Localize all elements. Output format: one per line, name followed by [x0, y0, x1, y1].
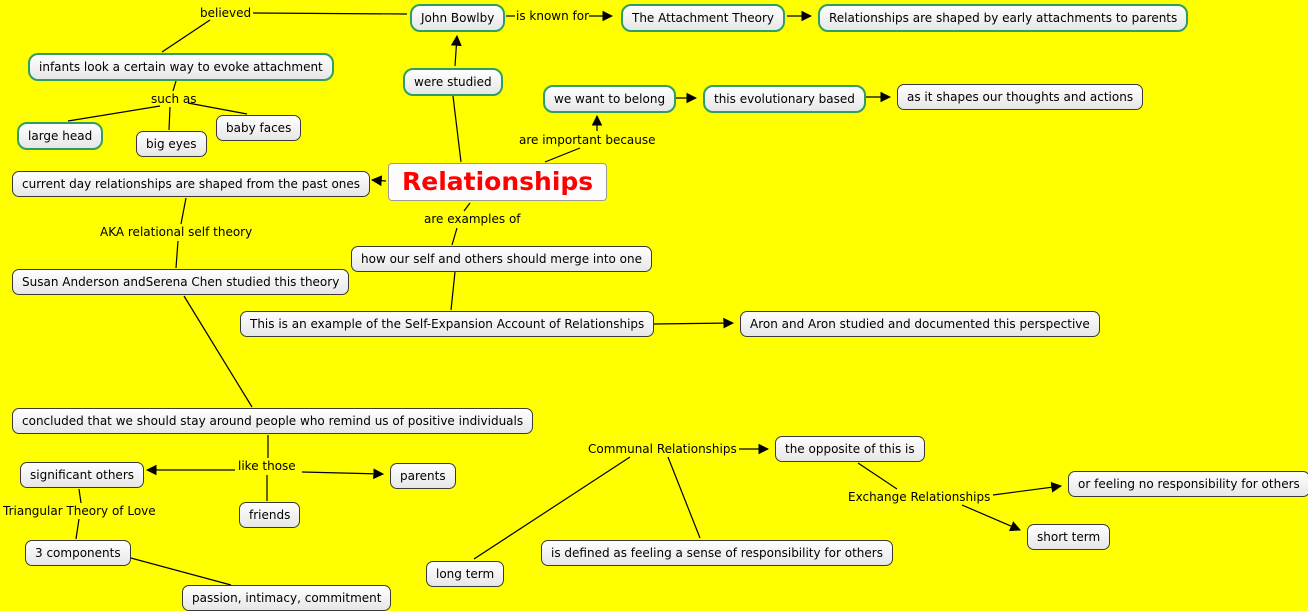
edge-communal-defined — [667, 456, 701, 539]
node-opposite-of-this[interactable]: the opposite of this is — [775, 436, 925, 462]
node-friends[interactable]: friends — [239, 502, 301, 528]
node-short-term[interactable]: short term — [1027, 524, 1111, 550]
edge-suchas-largehead — [67, 105, 161, 122]
link-label-triangular-theory-of-love[interactable]: Triangular Theory of Love — [3, 504, 156, 518]
link-label-believed[interactable]: believed — [200, 6, 252, 20]
node-infants-evoke-attachment[interactable]: infants look a certain way to evoke atta… — [28, 53, 334, 81]
node-shaped-by-early-attachments[interactable]: Relationships are shaped by early attach… — [818, 4, 1189, 32]
node-parents[interactable]: parents — [390, 463, 456, 489]
edge-believed-infants — [161, 19, 211, 53]
node-significant-others[interactable]: significant others — [20, 462, 144, 488]
node-large-head[interactable]: large head — [17, 122, 104, 150]
edge-believed-bowlby — [252, 12, 408, 15]
edge-selfexpansion-aron — [652, 317, 735, 329]
link-label-is-known-for[interactable]: is known for — [516, 9, 590, 23]
link-label-such-as[interactable]: such as — [151, 92, 197, 106]
node-susan-serena-theory[interactable]: Susan Anderson andSerena Chen studied th… — [12, 269, 350, 295]
node-long-term[interactable]: long term — [426, 561, 505, 587]
node-responsibility-defined[interactable]: is defined as feeling a sense of respons… — [541, 540, 893, 566]
node-current-day-past-ones[interactable]: current day relationships are shaped fro… — [12, 171, 371, 197]
node-shapes-thoughts-actions[interactable]: as it shapes our thoughts and actions — [897, 84, 1144, 110]
edge-significant-triangular — [78, 488, 82, 504]
node-concluded-positive-individuals[interactable]: concluded that we should stay around peo… — [12, 408, 534, 434]
edge-werestudied-bowlby — [450, 34, 462, 67]
node-john-bowlby[interactable]: John Bowlby — [410, 4, 506, 32]
edge-suchas-bigeyes — [168, 106, 171, 131]
link-label-communal-relationships[interactable]: Communal Relationships — [588, 442, 737, 456]
node-aron-and-aron[interactable]: Aron and Aron studied and documented thi… — [740, 311, 1100, 337]
node-were-studied[interactable]: were studied — [403, 68, 503, 96]
node-we-want-to-belong[interactable]: we want to belong — [543, 85, 677, 113]
node-evolutionary-based[interactable]: this evolutionary based — [703, 85, 866, 113]
edge-exchange-noresponsibility — [992, 481, 1063, 496]
edge-opposite-exchange — [857, 462, 898, 490]
node-relationships-main[interactable]: Relationships — [388, 163, 608, 201]
link-label-like-those[interactable]: like those — [238, 459, 296, 473]
edge-suchas-babyfaces — [187, 102, 248, 115]
edge-currentday-aka — [180, 197, 187, 225]
edge-susan-concluded — [183, 295, 253, 408]
edge-aka-susan — [175, 240, 179, 269]
edge-likethose-parents — [301, 468, 385, 480]
link-label-aka-relational-self-theory[interactable]: AKA relational self theory — [100, 225, 253, 239]
node-big-eyes[interactable]: big eyes — [136, 131, 207, 157]
link-label-are-important-because[interactable]: are important because — [519, 133, 656, 147]
node-merge-into-one[interactable]: how our self and others should merge int… — [351, 246, 653, 272]
edge-relationships-currentday — [370, 175, 387, 187]
node-three-components[interactable]: 3 components — [25, 540, 131, 566]
node-attachment-theory[interactable]: The Attachment Theory — [621, 4, 785, 32]
edge-communal-longterm — [473, 456, 631, 560]
link-label-are-examples-of[interactable]: are examples of — [424, 212, 521, 226]
edge-exchange-shortterm — [961, 504, 1021, 532]
link-label-exchange-relationships[interactable]: Exchange Relationships — [848, 490, 991, 504]
edge-relationships-important — [544, 147, 581, 163]
node-self-expansion-account[interactable]: This is an example of the Self-Expansion… — [240, 311, 655, 337]
edge-merge-selfexpansion — [450, 271, 456, 311]
edge-components-passion — [126, 556, 232, 586]
edge-relationships-werestudied — [452, 95, 462, 163]
edge-examples-merge — [451, 227, 458, 246]
edge-infants-suchas — [172, 80, 177, 92]
node-passion-intimacy-commitment[interactable]: passion, intimacy, commitment — [182, 585, 392, 611]
edge-triangular-components — [75, 518, 80, 540]
node-baby-faces[interactable]: baby faces — [216, 115, 302, 141]
edge-relationships-examples — [463, 202, 471, 212]
node-no-responsibility[interactable]: or feeling no responsibility for others — [1068, 471, 1308, 497]
